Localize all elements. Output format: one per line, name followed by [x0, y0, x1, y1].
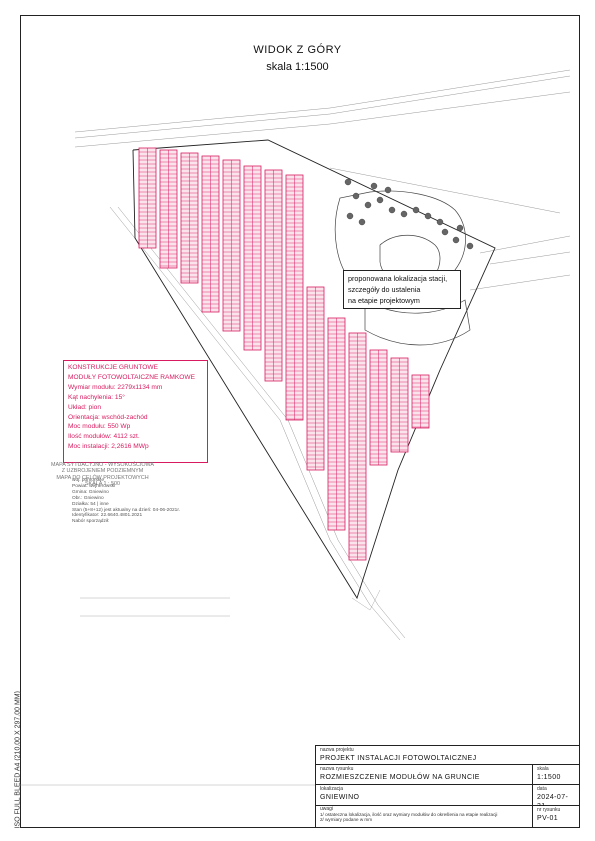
- spec-line: Moc modułu: 550 Wp: [68, 423, 131, 431]
- tree-symbol: [441, 228, 449, 236]
- tb-location-cell: lokalizacja GNIEWINO: [315, 785, 533, 806]
- spec-header: KONSTRUKCJE GRUNTOWE: [68, 364, 158, 371]
- tb-sheet-cell: nr rysunku PV-01: [532, 806, 580, 828]
- tb-location-label: lokalizacja: [320, 786, 344, 792]
- tb-project-value: PROJEKT INSTALACJI FOTOWOLTAICZNEJ: [320, 755, 477, 762]
- drawing-scale: skala 1:1500: [266, 61, 329, 73]
- legend-line: Identyfikator: 22.6640.4801.2021: [72, 513, 143, 519]
- spec-line: Moc instalacji: 2,2616 MWp: [68, 443, 149, 451]
- tree-symbol: [376, 196, 384, 204]
- tb-drawing-label: nazwa rysunku: [320, 766, 354, 772]
- road-lines: [74, 69, 571, 641]
- construction-spec-box: KONSTRUKCJE GRUNTOWE MODUŁY FOTOWOLTAICZ…: [63, 360, 208, 463]
- tb-scale-cell: skala 1:1500: [532, 765, 580, 785]
- tree-symbol: [388, 206, 396, 214]
- tb-drawing-value: ROZMIESZCZENIE MODUŁÓW NA GRUNCIE: [320, 774, 480, 781]
- tb-date-label: data: [537, 786, 547, 792]
- trees-group: [344, 178, 474, 250]
- tree-symbol: [400, 210, 408, 218]
- legend-line: Działka: 54 | inne: [72, 501, 109, 507]
- tb-scale-value: 1:1500: [537, 774, 561, 781]
- tb-notes-cell: uwagi 1/ ostateczna lokalizacja, ilość o…: [315, 806, 533, 828]
- map-note: MAPA SYTUACYJNO - WYSOKOŚCIOWA Z UZBROJE…: [40, 462, 165, 488]
- tb-notes-label: uwagi: [320, 806, 334, 812]
- tree-symbol: [452, 236, 460, 244]
- tb-note-2: 2/ wymiary podane w mm: [320, 817, 373, 823]
- map-legend: woj. pomorskie Powiat: wejherowski Gmina…: [72, 478, 182, 525]
- tree-symbol: [456, 224, 464, 232]
- drawing-title: WIDOK Z GÓRY: [253, 44, 342, 56]
- misc-marks: [20, 589, 381, 786]
- spec-line: Układ: pion: [68, 403, 101, 411]
- legend-line: Obr.: Gniewino: [72, 495, 104, 501]
- tree-symbol: [358, 218, 366, 226]
- tree-symbol: [352, 192, 360, 200]
- tree-symbol: [384, 186, 392, 194]
- tb-drawing-cell: nazwa rysunku ROZMIESZCZENIE MODUŁÓW NA …: [315, 765, 533, 785]
- tree-symbol: [412, 206, 420, 214]
- tree-symbol: [370, 182, 378, 190]
- spec-header: MODUŁY FOTOWOLTAICZNE RAMKOWE: [68, 373, 195, 381]
- map-note-line: Z UZBROJENIEM PODZIEMNYM: [61, 468, 144, 475]
- tb-project-label: nazwa projektu: [320, 747, 354, 753]
- spec-line: Ilość modułów: 4112 szt.: [68, 433, 140, 441]
- drawing-frame: [20, 15, 580, 828]
- pv-module-array: [138, 147, 430, 561]
- spec-line: Kąt nachylenia: 15°: [68, 393, 125, 401]
- legend-line: Gmina: Gniewino: [72, 489, 109, 495]
- legend-line: woj. pomorskie: [72, 478, 104, 483]
- legend-line: Powiat: wejherowski: [72, 483, 116, 489]
- map-note-line: MAPA DO CELÓW PROJEKTOWYCH: [56, 474, 149, 481]
- spec-line: Wymiar modułu: 2279x1134 mm: [68, 383, 163, 391]
- tree-symbol: [436, 218, 444, 226]
- tree-symbol: [364, 201, 372, 209]
- tree-symbol: [466, 242, 474, 250]
- map-note-line: MAPA SYTUACYJNO - WYSOKOŚCIOWA: [50, 462, 155, 468]
- tb-sheet-value: PV-01: [537, 815, 559, 822]
- station-note-line: na etapie projektowym: [348, 296, 420, 305]
- spec-line: Orientacja: wschód-zachód: [68, 413, 148, 421]
- tree-symbol: [346, 212, 354, 220]
- map-note-line: SKALA 1 : 500: [84, 481, 121, 488]
- tb-sheet-label: nr rysunku: [537, 807, 561, 813]
- legend-line: Nabór sporządził:: [72, 519, 110, 525]
- tb-project-cell: nazwa projektu PROJEKT INSTALACJI FOTOWO…: [315, 745, 580, 765]
- tb-note-1: 1/ ostateczna lokalizacja, ilość oraz wy…: [320, 812, 498, 817]
- station-note-line: szczegóły do ustalenia: [348, 285, 421, 294]
- tree-symbol: [344, 178, 352, 186]
- tb-date-cell: data 2024-07-31: [532, 785, 580, 810]
- legend-line: Stan (5+8+12) jest aktualny na dzień: 04…: [72, 507, 181, 513]
- station-location-note: proponowana lokalizacja stacji, szczegół…: [343, 270, 461, 309]
- station-note-line: proponowana lokalizacja stacji,: [348, 274, 448, 283]
- tree-symbol: [424, 212, 432, 220]
- tb-scale-label: skala: [537, 766, 549, 772]
- tb-location-value: GNIEWINO: [320, 794, 360, 801]
